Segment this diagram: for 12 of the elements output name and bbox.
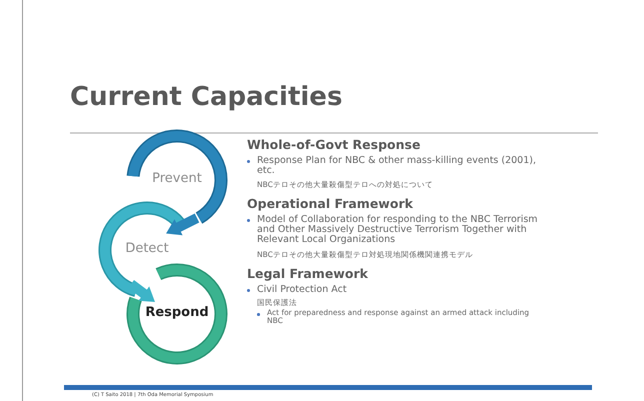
ring — [126, 263, 228, 365]
bullet-text: Model of Collaboration for responding to the NBC Terrorism and Other Massively Destructive Terrorism Together with Relevant Local Organizations — [257, 215, 539, 245]
bullet-text: Civil Protection Act — [257, 285, 348, 295]
section-heading: Whole-of-Govt Response — [247, 137, 422, 152]
ring-label: Respond — [144, 305, 210, 320]
bullet-text: Response Plan for NBC & other mass-killing events (2001), etc. — [257, 156, 537, 176]
ring-label: Prevent — [151, 171, 203, 186]
section-heading: Legal Framework — [247, 266, 369, 281]
section-heading: Operational Framework — [247, 196, 414, 211]
slide-title: Current Capacities — [70, 82, 342, 112]
arrow — [166, 214, 200, 236]
ring-label: Detect — [124, 241, 170, 256]
